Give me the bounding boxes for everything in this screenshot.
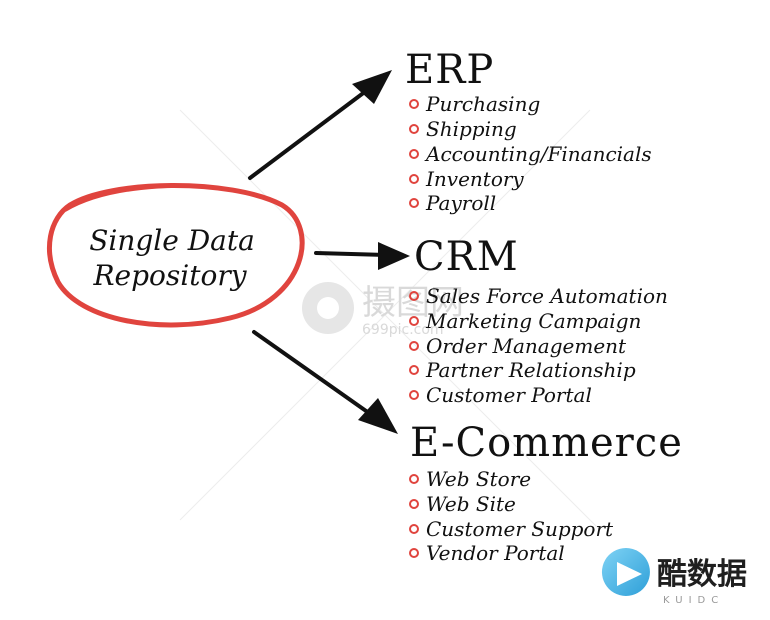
watermark: 摄图网 699pic.com (302, 282, 464, 338)
list-item: Order Management (426, 334, 627, 358)
section-erp: ERP Purchasing Shipping Accounting/Finan… (405, 47, 652, 215)
section-heading: ERP (405, 47, 494, 93)
bullet-icon (409, 341, 419, 351)
section-heading: CRM (414, 234, 519, 280)
logo-subtext: KUIDC (663, 595, 724, 606)
bullet-icon (409, 124, 419, 134)
section-crm: CRM Sales Force Automation Marketing Cam… (409, 234, 668, 407)
bullet-icon (409, 99, 419, 109)
arrowhead-ecommerce (358, 398, 398, 434)
bullet-icon (409, 548, 419, 558)
bullet-icon (409, 524, 419, 534)
center-node: Single Data Repository (47, 183, 305, 328)
bullet-icon (409, 316, 419, 326)
arrows (248, 70, 410, 434)
list-item: Payroll (425, 191, 496, 215)
list-item: Sales Force Automation (426, 284, 668, 308)
arrowhead-erp (352, 70, 392, 104)
list-item: Customer Portal (426, 383, 592, 407)
center-ellipse (47, 183, 305, 328)
arrow-to-crm (314, 251, 388, 257)
section-ecommerce: E-Commerce Web Store Web Site Customer S… (409, 420, 683, 565)
bullet-icon (409, 198, 419, 208)
bullet-icon (409, 365, 419, 375)
bullet-icon (409, 291, 419, 301)
bullet-icon (409, 390, 419, 400)
center-title-line2: Repository (92, 259, 247, 292)
bullet-icon (409, 149, 419, 159)
list-item: Vendor Portal (426, 541, 565, 565)
arrow-to-erp (248, 86, 372, 180)
bullet-icon (409, 474, 419, 484)
center-title-line1: Single Data (89, 224, 255, 257)
logo-text: 酷数据 (657, 557, 747, 592)
list-item: Marketing Campaign (425, 309, 641, 333)
list-item: Accounting/Financials (424, 142, 652, 166)
list-item: Purchasing (425, 92, 540, 116)
arrowhead-crm (378, 242, 410, 270)
watermark-sub: 699pic.com (362, 322, 444, 338)
site-logo: 酷数据 KUIDC (601, 548, 747, 606)
section-heading: E-Commerce (410, 420, 683, 466)
bullet-icon (409, 174, 419, 184)
list-item: Inventory (425, 167, 524, 191)
list-item: Customer Support (426, 517, 614, 541)
list-item: Web Store (426, 467, 531, 491)
list-item: Partner Relationship (425, 358, 636, 382)
list-item: Shipping (426, 117, 517, 141)
bullet-icon (409, 499, 419, 509)
list-item: Web Site (426, 492, 516, 516)
arrow-to-ecommerce (252, 330, 378, 420)
